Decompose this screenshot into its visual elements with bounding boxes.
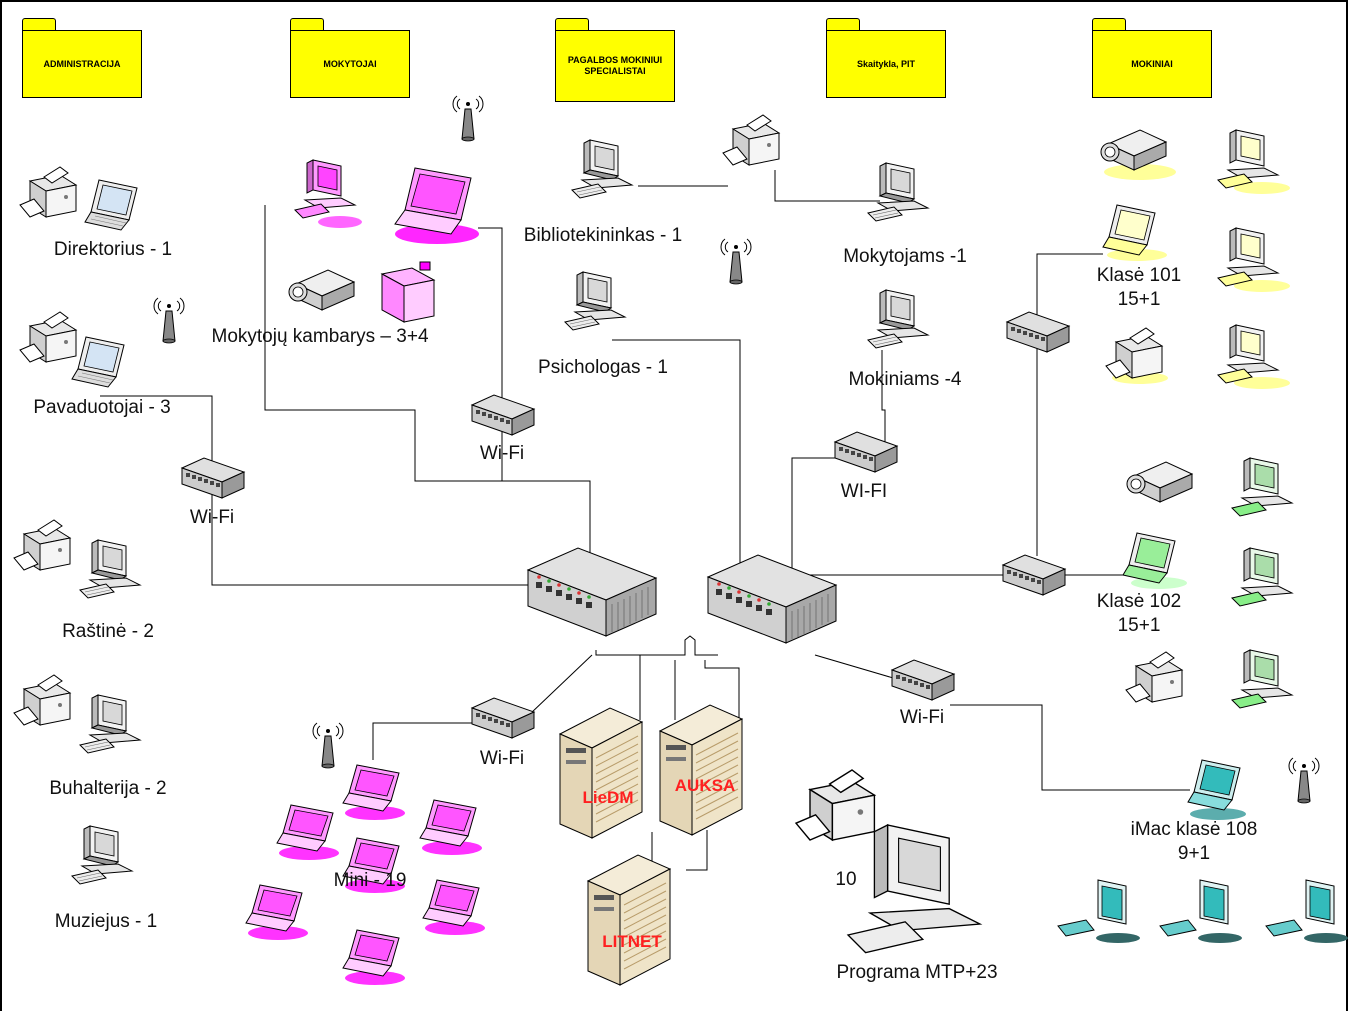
folder-label: PAGALBOS MOKINIUI SPECIALISTAI bbox=[555, 30, 675, 102]
hub-icon bbox=[181, 457, 245, 499]
hub-icon bbox=[471, 697, 535, 739]
folder-label: MOKINIAI bbox=[1092, 30, 1212, 98]
projector-icon bbox=[288, 269, 355, 311]
wifi-antenna-icon bbox=[153, 297, 185, 344]
folder-icon bbox=[1092, 18, 1126, 33]
folder-icon bbox=[826, 18, 860, 33]
folder-administracija: ADMINISTRACIJA bbox=[22, 18, 142, 98]
folder-skaitykla: Skaitykla, PIT bbox=[826, 18, 946, 98]
label-klase101-count: 15+1 bbox=[1117, 289, 1161, 310]
label-wifi-admin: Wi-Fi bbox=[189, 507, 235, 528]
folder-icon bbox=[22, 18, 56, 33]
label-psichologas: Psichologas - 1 bbox=[538, 357, 668, 378]
label-buhalterija: Buhalterija - 2 bbox=[49, 778, 167, 799]
hub-icon bbox=[1006, 311, 1070, 353]
projector-icon bbox=[1126, 461, 1193, 503]
label-wifi-mini: Wi-Fi bbox=[479, 748, 525, 769]
label-direktorius: Direktorius - 1 bbox=[53, 239, 173, 260]
class-102-devices bbox=[1122, 457, 1294, 709]
desktop-computer-icon bbox=[846, 823, 983, 954]
server-label-auksa: AUKSA bbox=[674, 776, 736, 795]
label-wifi-imac: Wi-Fi bbox=[899, 707, 945, 728]
folder-icon bbox=[555, 18, 589, 33]
wifi-antenna-icon bbox=[1288, 757, 1320, 804]
folder-label: MOKYTOJAI bbox=[290, 30, 410, 98]
desktop-computer-icon bbox=[79, 539, 141, 599]
switch-icon bbox=[527, 547, 657, 637]
hub-icon bbox=[891, 659, 955, 701]
label-klase102-count: 15+1 bbox=[1117, 615, 1161, 636]
label-muziejus: Muziejus - 1 bbox=[54, 911, 158, 932]
hub-icon bbox=[1002, 554, 1066, 596]
desktop-computer-icon bbox=[564, 271, 626, 331]
printer-icon bbox=[19, 166, 77, 218]
hub-icon bbox=[471, 394, 535, 436]
wifi-antenna-icon bbox=[312, 722, 344, 769]
label-wifi-mokytojai: Wi-Fi bbox=[479, 443, 525, 464]
folder-pagalbos: PAGALBOS MOKINIUI SPECIALISTAI bbox=[555, 18, 675, 102]
label-mini: Mini - 19 bbox=[333, 870, 407, 891]
hub-icon bbox=[834, 431, 898, 473]
desktop-computer-icon bbox=[79, 694, 141, 754]
switch-icon bbox=[707, 554, 837, 644]
printer-icon bbox=[794, 769, 877, 842]
folder-mokytojai: MOKYTOJAI bbox=[290, 18, 410, 98]
label-pavaduotojai: Pavaduotojai - 3 bbox=[33, 397, 171, 418]
label-klase101: Klasė 101 bbox=[1096, 265, 1182, 286]
printer-icon bbox=[1125, 651, 1183, 703]
folder-mokiniai: MOKINIAI bbox=[1092, 18, 1212, 98]
label-klase102: Klasė 102 bbox=[1096, 591, 1182, 612]
mini-laptops bbox=[245, 764, 485, 985]
server-icon bbox=[559, 707, 643, 839]
printer-icon bbox=[19, 311, 77, 363]
desktop-computer-icon bbox=[867, 162, 929, 222]
printer-icon bbox=[722, 114, 780, 166]
desktop-computer-icon bbox=[867, 289, 929, 349]
server-label-liedm: LieDM bbox=[582, 788, 634, 807]
folder-label: Skaitykla, PIT bbox=[826, 30, 946, 98]
label-imac: iMac klasė 108 bbox=[1130, 819, 1258, 840]
wifi-antenna-icon bbox=[720, 238, 752, 285]
server-icon bbox=[587, 854, 671, 986]
label-mokytoju-kambarys: Mokytojų kambarys – 3+4 bbox=[211, 326, 429, 347]
server-icon bbox=[659, 704, 743, 836]
desktop-computer-icon bbox=[71, 825, 133, 885]
label-bibliotekininkas: Bibliotekininkas - 1 bbox=[523, 225, 683, 246]
laptop-icon bbox=[84, 179, 138, 231]
connection-lines bbox=[100, 170, 1190, 871]
printer-icon bbox=[13, 674, 71, 726]
label-programa: Programa MTP+23 bbox=[836, 962, 998, 983]
server-label-litnet: LITNET bbox=[602, 932, 662, 951]
imac-class-devices bbox=[1057, 757, 1348, 943]
label-imac-count: 9+1 bbox=[1177, 843, 1211, 864]
folder-label: ADMINISTRACIJA bbox=[22, 30, 142, 98]
label-printers-count: 10 bbox=[835, 869, 857, 890]
class-101-devices bbox=[1100, 129, 1290, 389]
teachers-devices bbox=[288, 159, 479, 323]
label-mokytojams: Mokytojams -1 bbox=[843, 246, 967, 267]
wifi-antenna-icon bbox=[452, 95, 484, 142]
label-mokiniams: Mokiniams -4 bbox=[848, 369, 962, 390]
folder-icon bbox=[290, 18, 324, 33]
label-wifi-skaitykla: WI-FI bbox=[840, 481, 888, 502]
label-rastine: Raštinė - 2 bbox=[62, 621, 154, 642]
laptop-icon bbox=[71, 336, 125, 388]
printer-icon bbox=[13, 519, 71, 571]
desktop-computer-icon bbox=[571, 139, 633, 199]
